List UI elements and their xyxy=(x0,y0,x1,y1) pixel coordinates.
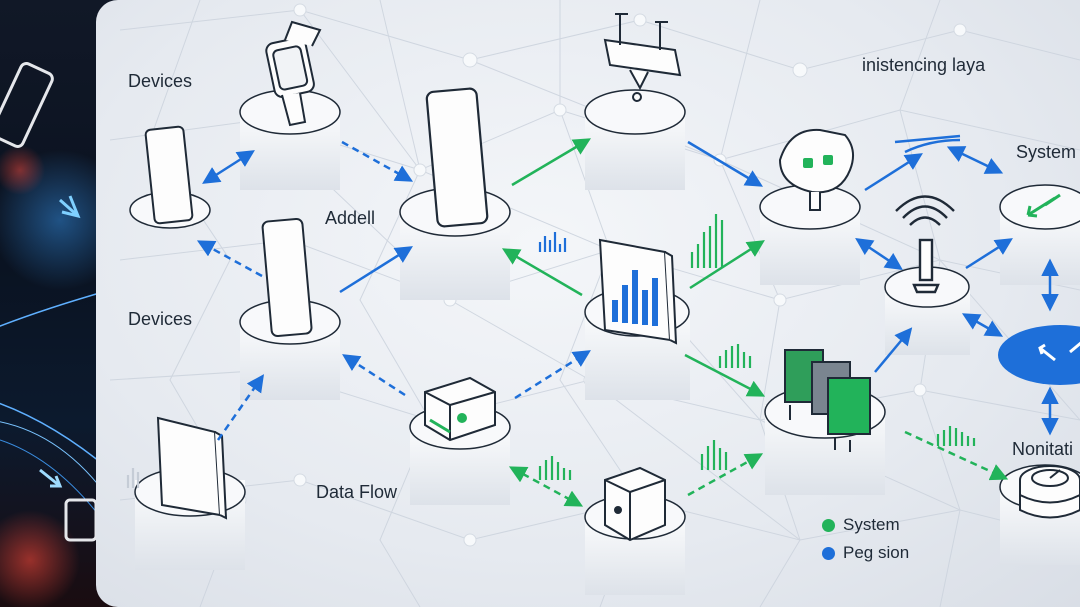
system-node-icon xyxy=(1026,193,1061,218)
arrow-watch-phone xyxy=(341,140,414,182)
listening-layer-mark xyxy=(894,134,961,154)
arrow-phone-watch xyxy=(202,150,255,184)
arrow-monitors-gauge xyxy=(904,430,1009,481)
signal-bars-green-5 xyxy=(936,426,976,446)
arrow-router-box xyxy=(508,466,584,507)
device-box-icon xyxy=(604,466,666,542)
smartphone-icon-large xyxy=(425,87,489,228)
signal-bars-green-4 xyxy=(700,440,728,470)
arrow-tablet-up xyxy=(216,374,265,441)
legend-dot-green xyxy=(822,518,835,532)
arrow-router-chart xyxy=(514,350,591,400)
router-icon xyxy=(424,376,496,442)
signal-bars-grey xyxy=(126,468,140,488)
arrow-sensor-antenna xyxy=(855,238,903,270)
chart-panel-icon xyxy=(598,238,678,345)
smartwatch-icon xyxy=(265,20,322,127)
gauge-icon xyxy=(1019,465,1080,519)
tablet-icon xyxy=(156,416,228,520)
arrow-chart-phone xyxy=(501,248,583,297)
legend-label-system: System xyxy=(843,515,900,534)
flow-arrows xyxy=(196,138,1059,507)
smartphone-icon-mid xyxy=(261,217,313,338)
diagram-panel: Devices Addell Devices Data Flow inisten… xyxy=(96,0,1080,607)
label-devices-mid: Devices xyxy=(128,309,193,329)
label-devices-top: Devices xyxy=(128,71,193,91)
cube-system-right xyxy=(999,184,1080,285)
signal-bars-green-2 xyxy=(718,344,752,368)
label-nonitation: Nonitati xyxy=(1012,439,1074,459)
label-addell: Addell xyxy=(325,208,376,228)
signal-bars-green-1 xyxy=(690,214,724,268)
arrow-monitors-antenna xyxy=(874,327,913,373)
arrow-chart-sensor xyxy=(689,240,765,290)
label-listening-layer: inistencing laya xyxy=(862,55,986,75)
legend-item-pegsion: Peg sion xyxy=(822,543,909,563)
arrow-top-sensor xyxy=(687,140,764,187)
stand-device-icon xyxy=(603,13,682,102)
monitors-icon xyxy=(784,349,871,452)
arrow-sensor-listen xyxy=(864,153,923,192)
legend-label-pegsion: Peg sion xyxy=(843,543,910,562)
label-system: System xyxy=(1016,142,1077,162)
arrow-chart-monitors xyxy=(684,353,766,397)
arrow-phone-top xyxy=(511,138,592,187)
network-diagram xyxy=(109,0,1080,607)
arrow-mid-up xyxy=(339,246,413,294)
signal-bars xyxy=(126,214,976,488)
arrow-antenna-system xyxy=(965,238,1013,270)
legend-item-system: System xyxy=(822,515,900,535)
signal-bars-green-3 xyxy=(538,456,572,480)
legend-dot-blue xyxy=(822,546,835,560)
arrow-antenna-hub xyxy=(961,313,1004,337)
smartphone-icon-left xyxy=(144,125,194,225)
label-data-flow: Data Flow xyxy=(316,482,398,502)
signal-bars-blue-1 xyxy=(538,232,567,252)
sensor-device-icon xyxy=(778,128,855,211)
arrow-listen-system xyxy=(946,146,1004,174)
arrow-box-monitors xyxy=(687,453,764,497)
wifi-antenna-icon xyxy=(895,195,955,294)
cube-top-center xyxy=(584,89,686,190)
hub-node-icon xyxy=(998,325,1080,385)
